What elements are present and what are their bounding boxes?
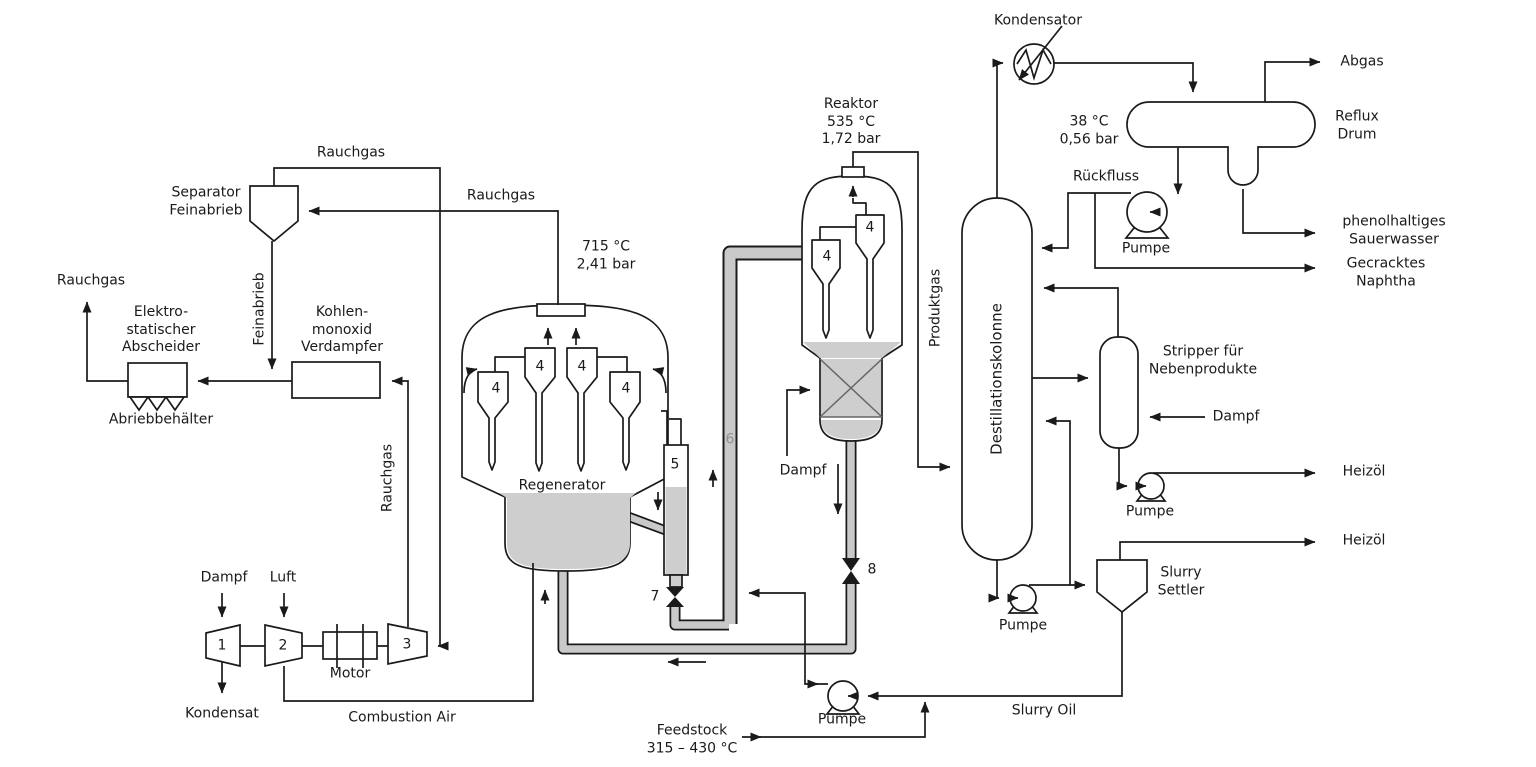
- cyclone: [811, 239, 841, 339]
- side-stripper-vessel: [1099, 336, 1139, 449]
- tag-4: 4: [621, 380, 631, 397]
- tag-4: 4: [865, 219, 875, 236]
- tag-2: 2: [278, 637, 288, 654]
- label-rauchgas-stack: Rauchgas: [56, 272, 126, 289]
- label-motor: Motor: [329, 665, 371, 682]
- feed-pump-icon: [827, 680, 859, 712]
- label-sauerwasser: phenolhaltiges Sauerwasser: [1342, 213, 1446, 248]
- slide-valve-7: [666, 587, 684, 607]
- regenerator-bed: [499, 493, 636, 569]
- tag-3: 3: [402, 636, 412, 653]
- regenerator-plenum: [536, 303, 586, 317]
- label-stripper: Stripper für Nebenprodukte: [1148, 343, 1258, 378]
- label-dampf-reactor: Dampf: [779, 462, 827, 479]
- label-slurry-settler: Slurry Settler: [1157, 564, 1205, 599]
- label-esp: Elektro- statischer Abscheider: [121, 303, 201, 355]
- esp-vessel: [127, 362, 188, 398]
- cyclone: [566, 347, 598, 472]
- label-reflux-drum: Reflux Drum: [1335, 108, 1379, 143]
- label-regen-conditions: 715 °C 2,41 bar: [576, 238, 636, 273]
- cyclone: [477, 371, 509, 471]
- label-column: Destillationskolonne: [987, 303, 1006, 455]
- bottoms-pump-icon: [1009, 584, 1037, 612]
- tag-1: 1: [217, 637, 227, 654]
- turbine-1: [205, 623, 241, 668]
- reactor-plenum: [841, 166, 865, 178]
- standpipe-5-fill: [665, 487, 687, 574]
- label-heizoel-2: Heizöl: [1342, 532, 1386, 549]
- cyclone: [855, 214, 885, 339]
- label-slurry-oil: Slurry Oil: [1011, 702, 1077, 719]
- catalyst-pipes: [557, 245, 857, 655]
- label-abriebbehaelter: Abriebbehälter: [108, 411, 214, 428]
- label-dampf-stripper: Dampf: [1212, 408, 1260, 425]
- label-naphtha: Gecracktes Naphtha: [1346, 255, 1426, 290]
- label-abgas: Abgas: [1340, 53, 1384, 70]
- label-rauchgas-expander: Rauchgas: [379, 443, 396, 513]
- label-co-boiler: Kohlen- monoxid Verdampfer: [301, 303, 383, 355]
- label-separator: Separator Feinabrieb: [169, 184, 243, 219]
- label-kondensator: Kondensator: [994, 12, 1082, 29]
- label-reactor: Reaktor 535 °C 1,72 bar: [821, 95, 881, 147]
- stripper-pump-icon: [1137, 472, 1165, 500]
- label-produktgas: Produktgas: [927, 268, 944, 348]
- label-dampf-turbine: Dampf: [200, 569, 248, 586]
- condenser-zigzag: [1016, 47, 1052, 81]
- tag-4: 4: [491, 380, 501, 397]
- process-lines: [82, 25, 1321, 742]
- reactor-stripper-grid: [819, 358, 883, 418]
- label-combustion-air: Combustion Air: [348, 709, 456, 726]
- label-feedstock: Feedstock 315 – 430 °C: [646, 722, 738, 757]
- label-cond-conditions: 38 °C 0,56 bar: [1059, 113, 1119, 148]
- label-pumpe-feed: Pumpe: [817, 711, 867, 728]
- label-feinabrieb: Feinabrieb: [251, 272, 268, 346]
- condenser-coolant-arrow: [1018, 25, 1063, 81]
- cyclone: [524, 347, 556, 472]
- slide-valve-8: [842, 558, 860, 584]
- cyclone: [609, 371, 641, 471]
- label-luft: Luft: [269, 569, 297, 586]
- standpipe-5-stub: [669, 574, 683, 588]
- slurry-settler-vessel: [1096, 559, 1148, 614]
- label-heizoel-1: Heizöl: [1342, 463, 1386, 480]
- label-pumpe-bottoms: Pumpe: [998, 617, 1048, 634]
- expander-3: [387, 622, 428, 666]
- label-rauchgas-top: Rauchgas: [316, 144, 386, 161]
- tag-6: 6: [725, 431, 735, 448]
- label-rauchgas-regen: Rauchgas: [466, 187, 536, 204]
- co-boiler-vessel: [291, 361, 381, 399]
- esp-hoppers: [128, 396, 186, 412]
- compressor-2: [264, 623, 303, 668]
- tag-8: 8: [867, 561, 877, 578]
- reflux-pump-icon: [1126, 191, 1168, 233]
- label-regenerator: Regenerator: [518, 477, 606, 494]
- label-rueckfluss: Rückfluss: [1072, 168, 1140, 185]
- tag-4: 4: [535, 358, 545, 375]
- motor-box: [322, 631, 378, 660]
- tag-4: 4: [822, 248, 832, 265]
- label-pumpe-stripper: Pumpe: [1125, 503, 1175, 520]
- label-pumpe-reflux: Pumpe: [1121, 240, 1171, 257]
- tag-7: 7: [650, 588, 660, 605]
- tag-5: 5: [670, 456, 680, 473]
- reflux-drum-vessel: [1126, 101, 1316, 186]
- label-kondensat: Kondensat: [185, 705, 259, 722]
- separator-feinabrieb-vessel: [249, 185, 299, 243]
- cyclones: [477, 198, 885, 472]
- tag-4: 4: [577, 358, 587, 375]
